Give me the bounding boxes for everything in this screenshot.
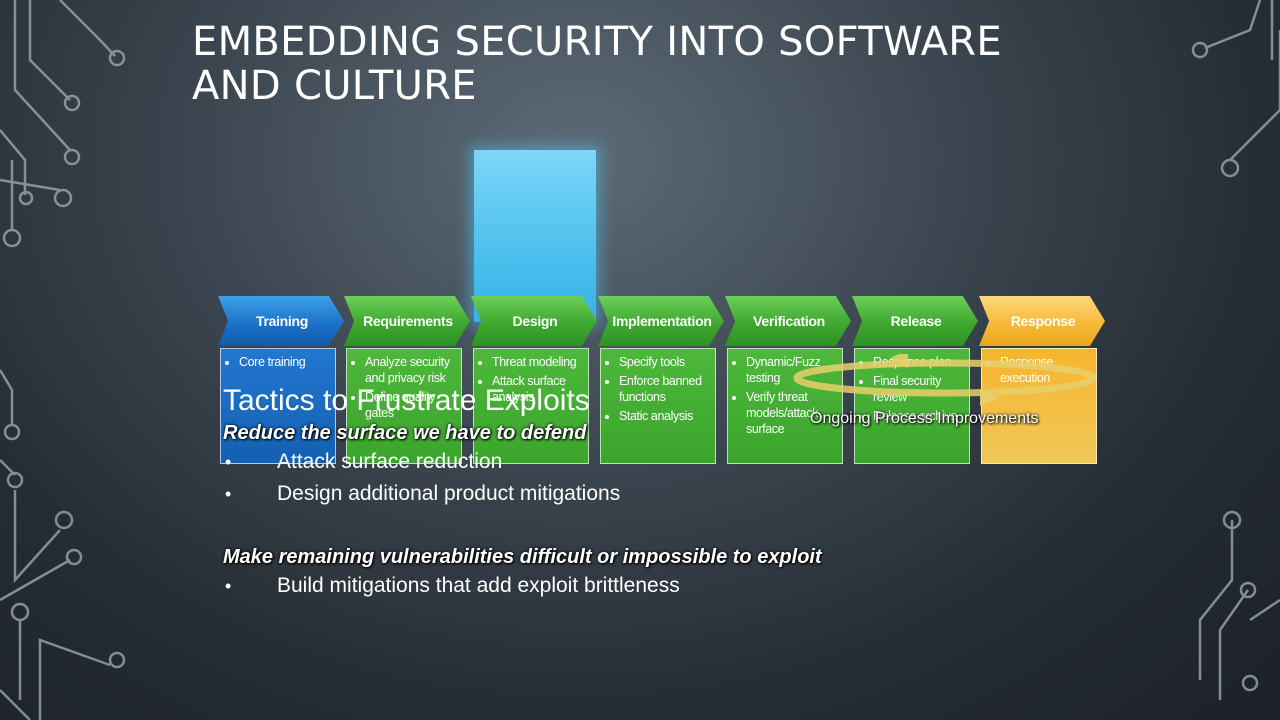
phase-item: Enforce banned functions [619, 373, 711, 405]
tactic-list-exploit-difficulty: Build mitigations that add exploit britt… [223, 570, 983, 602]
phase-response-header: Response [979, 296, 1105, 346]
phase-response: Response Response execution [979, 296, 1105, 466]
phase-item: Static analysis [619, 408, 711, 424]
phase-training-body: Core training [220, 348, 336, 464]
phase-training: Training Core training [218, 296, 344, 466]
phase-training-header: Training [218, 296, 344, 346]
phase-item: Analyze security and privacy risk [365, 354, 457, 386]
phase-requirements-body: Analyze security and privacy risk Define… [346, 348, 462, 464]
design-phase-highlight-bar [474, 150, 596, 322]
phase-item: Attack surface analysis [492, 373, 584, 405]
tactic-list-reduce-surface: Attack surface reduction Design addition… [223, 446, 983, 510]
phase-verification: Verification Dynamic/Fuzz testing Verify… [725, 296, 851, 466]
phase-release-header: Release [852, 296, 978, 346]
phase-implementation-body: Specify tools Enforce banned functions S… [600, 348, 716, 464]
phase-design-body: Threat modeling Attack surface analysis [473, 348, 589, 464]
phase-requirements: Requirements Analyze security and privac… [344, 296, 470, 466]
phase-item: Verify threat models/attack surface [746, 389, 838, 437]
phase-verification-header: Verification [725, 296, 851, 346]
phase-design-header: Design [471, 296, 597, 346]
phase-item: Release archive [873, 408, 965, 424]
circuit-decoration-left [0, 0, 126, 720]
phase-requirements-header: Requirements [344, 296, 470, 346]
tactic-bullet: Design additional product mitigations [223, 478, 983, 510]
phase-item: Specify tools [619, 354, 711, 370]
phase-implementation: Implementation Specify tools Enforce ban… [598, 296, 724, 466]
tactic-bullet: Attack surface reduction [223, 446, 983, 478]
slide-title: EMBEDDING SECURITY INTO SOFTWARE AND CUL… [192, 19, 1002, 109]
tactics-subtitle: Tactics to Frustrate Exploits [223, 384, 590, 417]
cycle-label: Ongoing Process Improvements [810, 410, 1039, 427]
cycle-arrow-icon [793, 354, 1097, 406]
tactic-bullet: Build mitigations that add exploit britt… [223, 570, 983, 602]
tactic-heading-reduce-surface: Reduce the surface we have to defend [223, 422, 587, 444]
phase-item: Define quality gates [365, 389, 457, 421]
phase-item: Threat modeling [492, 354, 584, 370]
phase-item: Core training [239, 354, 331, 370]
phase-release-body: Response plan Final security review Rele… [854, 348, 970, 464]
phase-item: Dynamic/Fuzz testing [746, 354, 838, 386]
phase-release: Release Response plan Final security rev… [852, 296, 978, 466]
sdl-phase-diagram: Training Core training Requirements Anal… [218, 296, 1128, 468]
tactic-heading-exploit-difficulty: Make remaining vulnerabilities difficult… [223, 546, 822, 568]
circuit-decoration-right [1191, 0, 1280, 700]
phase-design: Design Threat modeling Attack surface an… [471, 296, 597, 466]
phase-implementation-header: Implementation [598, 296, 724, 346]
tactics-content: Tactics to Frustrate Exploits Reduce the… [223, 382, 983, 602]
